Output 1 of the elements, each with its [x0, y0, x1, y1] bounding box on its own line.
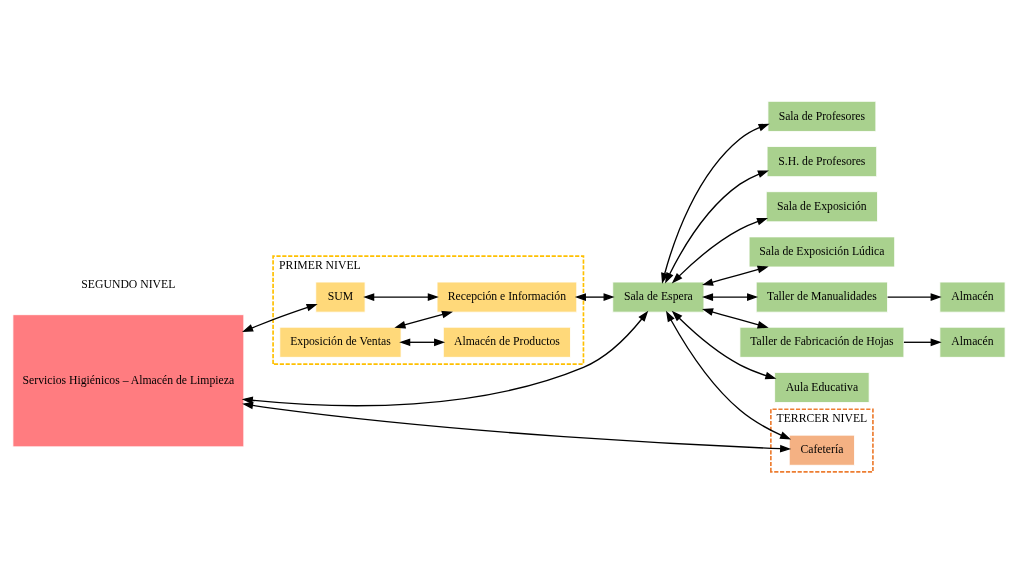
label: SEGUNDO NIVEL: [80, 277, 175, 291]
